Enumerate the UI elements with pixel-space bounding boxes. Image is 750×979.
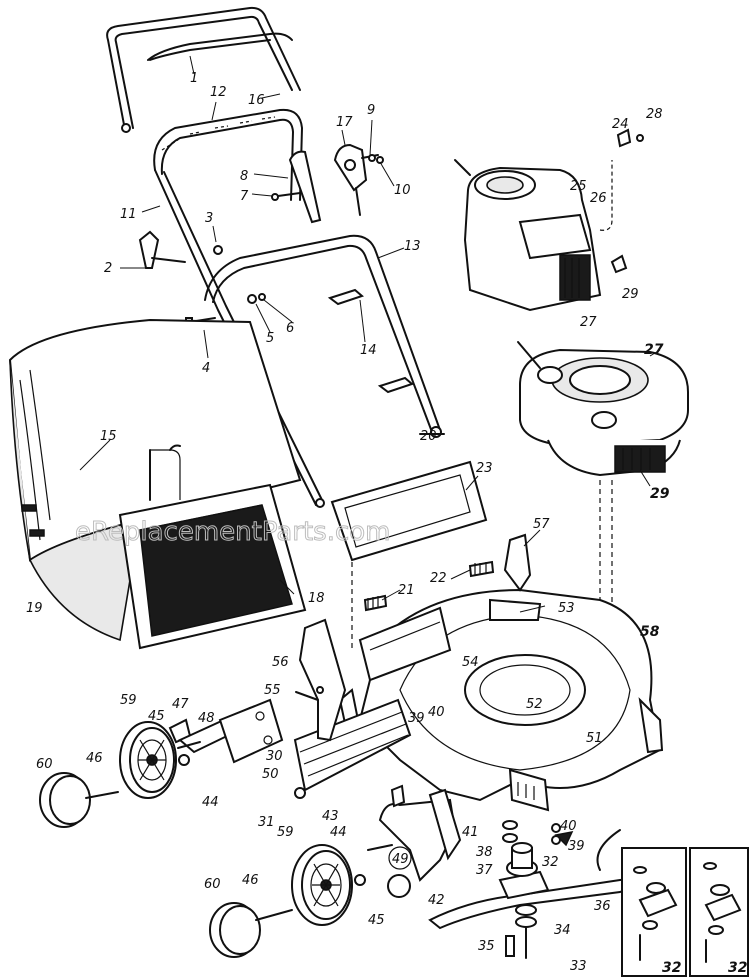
callout-3: 3 (205, 211, 213, 226)
callout-46-front: 46 (86, 751, 103, 766)
callout-7: 7 (240, 189, 249, 204)
callout-51: 51 (586, 731, 603, 746)
blade-adapter-insets (621, 847, 749, 977)
callout-8: 8 (240, 169, 248, 184)
engine-top (454, 128, 644, 312)
callout-60-rear: 60 (204, 877, 221, 892)
callout-25: 25 (570, 179, 587, 194)
callout-9: 9 (367, 103, 375, 118)
callout-33: 33 (570, 959, 587, 974)
callout-29-engine: 29 (650, 486, 670, 502)
callout-16: 16 (248, 93, 265, 108)
callout-6: 6 (286, 321, 294, 336)
callout-27-top: 27 (580, 315, 597, 330)
upper-handle (106, 6, 301, 133)
rear-skirt (293, 698, 412, 799)
callout-34: 34 (554, 923, 571, 938)
callout-2: 2 (104, 261, 112, 276)
callout-29-top: 29 (622, 287, 639, 302)
control-bail (204, 234, 442, 438)
callout-43: 43 (322, 809, 339, 824)
callout-54: 54 (462, 655, 479, 670)
callout-49-ring (388, 846, 412, 870)
callout-11: 11 (120, 207, 137, 222)
callout-12: 12 (210, 85, 227, 100)
callout-47: 47 (172, 697, 189, 712)
callout-45-rear: 45 (368, 913, 385, 928)
engine-main (517, 341, 689, 640)
callout-59-front: 59 (120, 693, 137, 708)
callout-58: 58 (640, 624, 660, 640)
callout-56: 56 (272, 655, 289, 670)
callout-4: 4 (202, 361, 210, 376)
callout-50: 50 (262, 767, 279, 782)
callout-1: 1 (190, 71, 198, 86)
callout-21: 21 (398, 583, 415, 598)
callout-57: 57 (533, 517, 550, 532)
callout-32-main: 32 (542, 855, 559, 870)
callout-55: 55 (264, 683, 281, 698)
callout-59-rear: 59 (277, 825, 294, 840)
callouts: 1 12 16 11 3 2 4 5 6 7 8 17 9 10 13 14 1… (26, 71, 747, 976)
cable-guides (327, 288, 414, 394)
handle-hardware (138, 150, 445, 435)
callout-49: 49 (392, 852, 409, 867)
callout-60-front: 60 (36, 757, 53, 772)
callout-32-inset-a: 32 (662, 960, 681, 976)
callout-48: 48 (198, 711, 215, 726)
callout-46-rear: 46 (242, 873, 259, 888)
callout-39-deck: 39 (408, 711, 425, 726)
callout-19: 19 (26, 601, 43, 616)
blade-assembly (428, 820, 642, 959)
grass-bag (8, 318, 307, 650)
callout-52: 52 (526, 697, 543, 712)
rear-wheel (209, 784, 462, 958)
callout-31: 31 (258, 815, 275, 830)
callout-45-front: 45 (148, 709, 165, 724)
mower-deck (338, 588, 664, 812)
callout-40-blade: 40 (560, 819, 577, 834)
callout-13: 13 (404, 239, 421, 254)
callout-38: 38 (476, 845, 493, 860)
callout-36: 36 (594, 899, 611, 914)
callout-26: 26 (590, 191, 607, 206)
callout-53: 53 (558, 601, 575, 616)
callout-44-front: 44 (202, 795, 219, 810)
callout-42: 42 (428, 893, 445, 908)
callout-28: 28 (646, 107, 663, 122)
callout-20: 20 (420, 429, 437, 444)
callout-17: 17 (336, 115, 353, 130)
throttle-control (333, 143, 384, 216)
callout-30: 30 (266, 749, 283, 764)
callout-24: 24 (612, 117, 629, 132)
callout-18: 18 (308, 591, 325, 606)
front-wheel (39, 698, 284, 828)
callout-15: 15 (100, 429, 117, 444)
callout-14: 14 (360, 343, 377, 358)
callout-41: 41 (462, 825, 479, 840)
callout-37: 37 (476, 863, 493, 878)
callout-5: 5 (266, 331, 274, 346)
callout-35: 35 (478, 939, 495, 954)
height-brackets (295, 533, 532, 742)
callout-44-rear: 44 (330, 825, 347, 840)
callout-10: 10 (394, 183, 411, 198)
callout-32-inset-b: 32 (728, 960, 747, 976)
callout-39-blade: 39 (568, 839, 585, 854)
leader-lines (79, 55, 661, 613)
callout-22: 22 (430, 571, 447, 586)
discharge-door (330, 460, 495, 650)
callout-23: 23 (476, 461, 493, 476)
callout-40-deck: 40 (428, 705, 445, 720)
watermark: eReplacementParts.com (75, 517, 391, 547)
callout-27-engine: 27 (644, 342, 664, 358)
